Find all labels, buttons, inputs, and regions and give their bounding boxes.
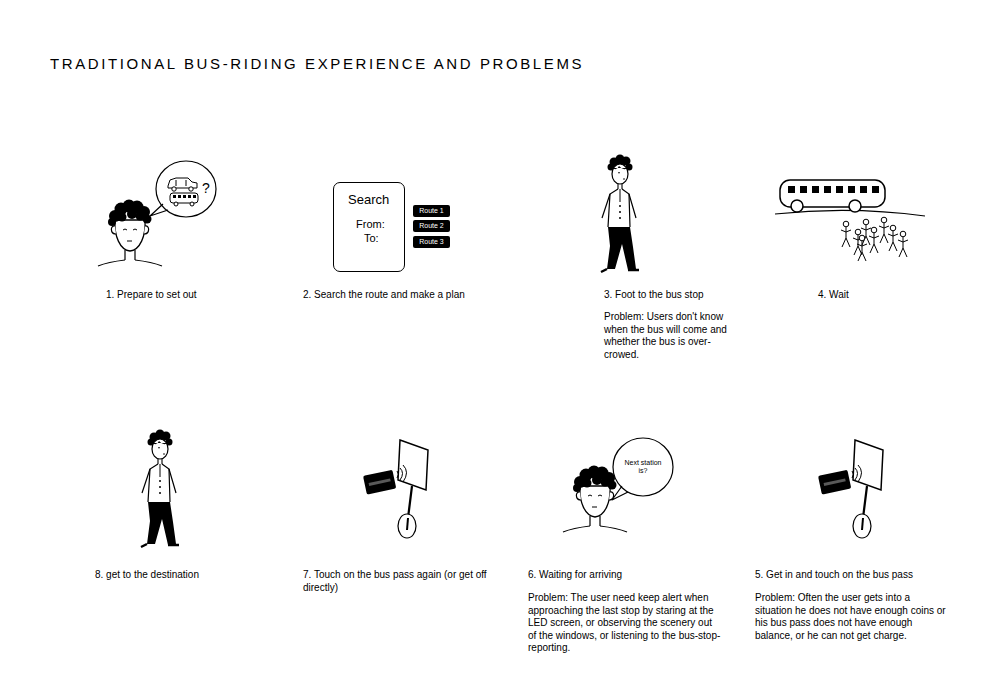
bubble-outline <box>613 438 673 496</box>
route-label: Route 2 <box>419 222 444 230</box>
step-caption: 6. Waiting for arriving <box>528 569 728 582</box>
diagram-title: TRADITIONAL BUS-RIDING EXPERIENCE AND PR… <box>50 55 584 72</box>
route-pill: Route 2 <box>413 220 450 232</box>
search-box: SearchFrom:To: <box>333 182 405 272</box>
bubble-text: ? <box>202 180 210 196</box>
step-caption: 8. get to the destination <box>95 569 275 582</box>
problem-note: Problem: Users don't know when the bus w… <box>604 311 744 361</box>
speech-bubble: ? <box>155 160 217 218</box>
route-label: Route 3 <box>419 238 444 246</box>
bubble-text: Next station is? <box>621 459 665 475</box>
search-field-text: To: <box>364 232 379 245</box>
step-caption: 2. Search the route and make a plan <box>303 289 523 302</box>
route-pill: Route 1 <box>413 205 450 217</box>
step-caption: 3. Foot to the bus stop <box>604 289 784 302</box>
step-caption: 1. Prepare to set out <box>106 289 286 302</box>
search-field-text: From: <box>356 218 385 231</box>
step-caption: 4. Wait <box>818 289 938 302</box>
route-label: Route 1 <box>419 207 444 215</box>
route-pill: Route 3 <box>413 236 450 248</box>
step-caption: 7. Touch on the bus pass again (or get o… <box>303 569 495 594</box>
bubble-outline <box>156 161 216 217</box>
problem-note: Problem: The user need keep alert when a… <box>528 592 723 655</box>
search-field-text: Search <box>348 193 389 208</box>
problem-note: Problem: Often the user gets into a situ… <box>755 592 950 642</box>
step-caption: 5. Get in and touch on the bus pass <box>755 569 975 582</box>
speech-bubble: Next station is? <box>612 437 674 497</box>
